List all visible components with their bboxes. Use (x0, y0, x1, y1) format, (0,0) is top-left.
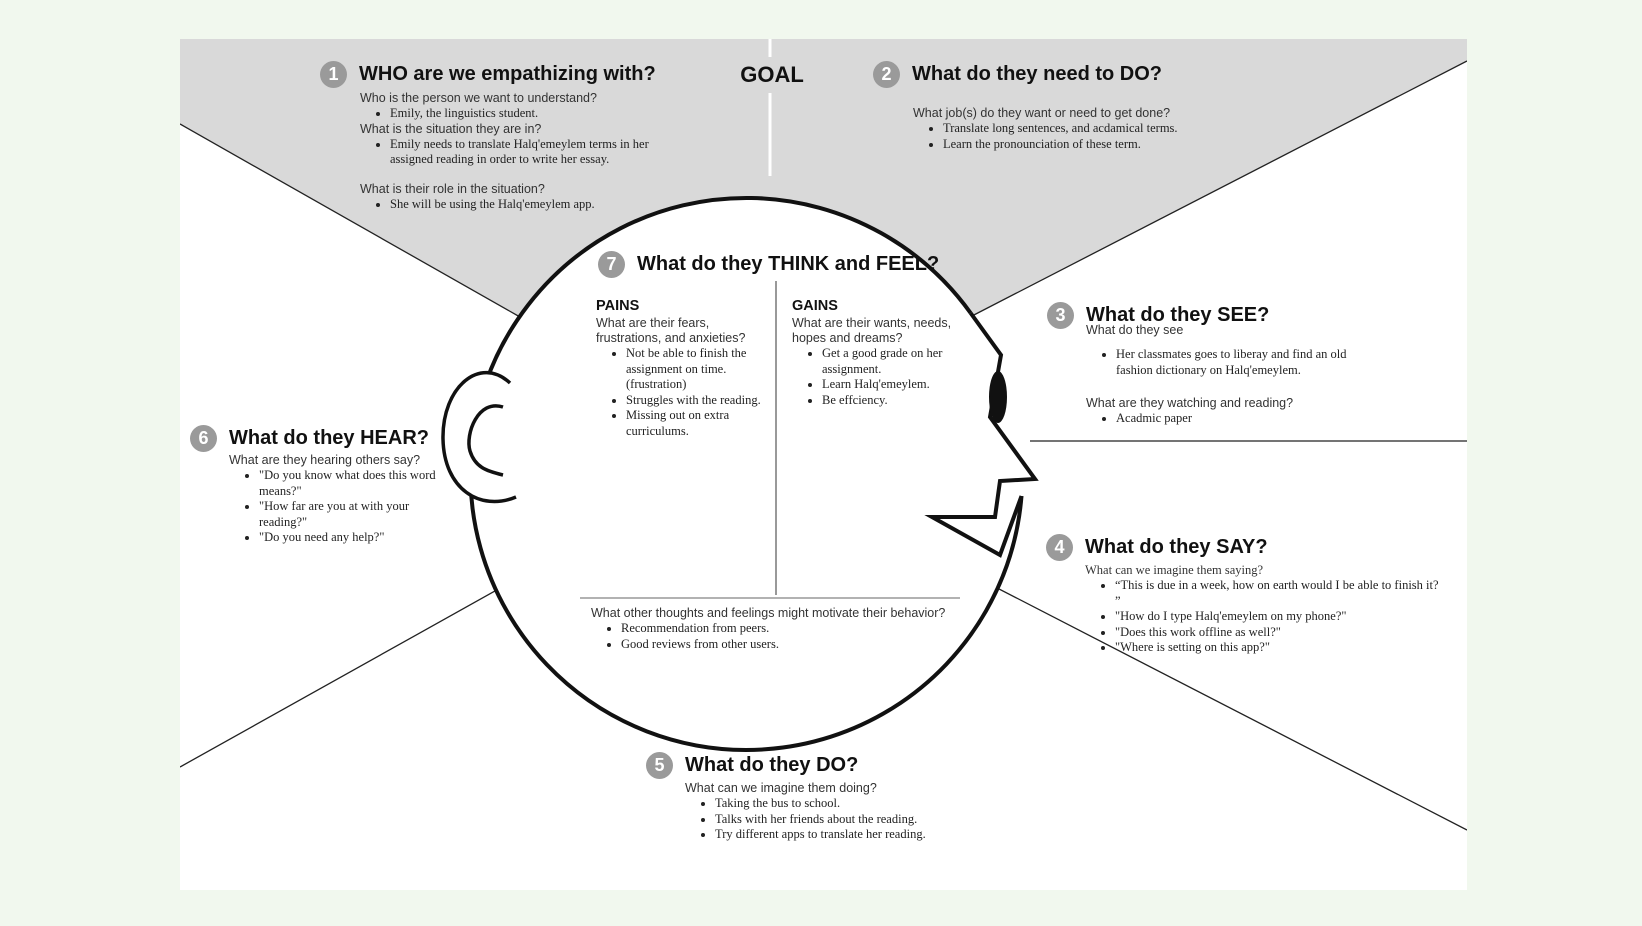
section-who: 1 WHO are we empathizing with? Who is th… (320, 61, 680, 212)
list-item: Get a good grade on her assignment. (822, 346, 952, 377)
gains-column: GAINS What are their wants, needs, hopes… (792, 298, 952, 408)
section-do: 5 What do they DO? What can we imagine t… (646, 752, 1006, 843)
question-text: What do they see (1086, 323, 1184, 337)
section-title: What do they DO? (685, 754, 859, 776)
answer-list: She will be using the Halq'emeylem app. (360, 197, 680, 213)
section-number-badge: 1 (320, 61, 347, 88)
list-item: Her classmates goes to liberay and find … (1116, 347, 1372, 378)
section-see-header: 3 What do they SEE? (1047, 302, 1377, 329)
answer-list: Translate long sentences, and acdamical … (913, 121, 1213, 152)
section-need-do: 2 What do they need to DO? What job(s) d… (873, 61, 1213, 152)
list-item: She will be using the Halq'emeylem app. (390, 197, 680, 213)
pains-label: PAINS (596, 298, 640, 314)
section-think-header: 7 What do they THINK and FEEL? (598, 251, 978, 278)
question-text: What are they hearing others say? (229, 453, 421, 467)
divider-top-left (180, 123, 521, 318)
section-title: What do they THINK and FEEL? (637, 253, 940, 275)
question-text: What other thoughts and feelings might m… (591, 606, 946, 620)
section-need-do-header: 2 What do they need to DO? (873, 61, 1213, 88)
list-item: "Where is setting on this app?" (1115, 640, 1446, 656)
list-item: Struggles with the reading. (626, 393, 764, 409)
list-item: "How do I type Halq'emeylem on my phone?… (1115, 609, 1446, 625)
list-item: Emily needs to translate Halq'emeylem te… (390, 137, 658, 168)
empathy-map-diagram (180, 39, 1467, 831)
goal-label: GOAL (700, 57, 844, 93)
divider-bottom-right (969, 573, 1467, 831)
section-hear-header: 6 What do they HEAR? (190, 425, 460, 452)
list-item: Talks with her friends about the reading… (715, 812, 1006, 828)
question-text: Who is the person we want to understand? (360, 91, 597, 105)
question-text: What job(s) do they want or need to get … (913, 106, 1171, 120)
list-item: Try different apps to translate her read… (715, 827, 1006, 843)
section-title: What do they SEE? (1086, 304, 1270, 326)
section-number-badge: 5 (646, 752, 673, 779)
section-number-badge: 3 (1047, 302, 1074, 329)
answer-list: “This is due in a week, how on earth wou… (1085, 578, 1446, 656)
list-item: "How far are you at with your reading?" (259, 499, 419, 530)
section-think-feel: 7 What do they THINK and FEEL? (598, 251, 978, 278)
section-see: 3 What do they SEE? What do they see Her… (1047, 302, 1377, 427)
other-thoughts-list: Recommendation from peers. Good reviews … (591, 621, 971, 652)
gains-list: Get a good grade on her assignment. Lear… (792, 346, 952, 408)
section-do-header: 5 What do they DO? (646, 752, 1006, 779)
question-text: What are their fears, frustrations, and … (596, 316, 746, 345)
list-item: Learn Halq'emeylem. (822, 377, 952, 393)
question-text: What is the situation they are in? (360, 121, 542, 136)
section-title: What do they SAY? (1085, 536, 1268, 558)
list-item: "Do you need any help?" (259, 530, 460, 546)
list-item: Recommendation from peers. (621, 621, 971, 637)
section-hear: 6 What do they HEAR? What are they heari… (190, 425, 460, 546)
pains-column: PAINS What are their fears, frustrations… (596, 298, 764, 439)
section-number-badge: 6 (190, 425, 217, 452)
answer-list: Taking the bus to school. Talks with her… (685, 796, 1006, 843)
list-item: Missing out on extra curriculums. (626, 408, 764, 439)
list-item: "Do you know what does this word means?" (259, 468, 439, 499)
list-item: “This is due in a week, how on earth wou… (1115, 578, 1446, 609)
section-say: 4 What do they SAY? What can we imagine … (1046, 534, 1446, 656)
section-who-header: 1 WHO are we empathizing with? (320, 61, 680, 88)
question-text: What are they watching and reading? (1086, 396, 1294, 410)
list-item: Emily, the linguistics student. (390, 106, 680, 122)
divider-top-right (969, 60, 1467, 318)
section-number-badge: 7 (598, 251, 625, 278)
answer-list: Acadmic paper (1086, 411, 1377, 427)
answer-list: Her classmates goes to liberay and find … (1086, 347, 1377, 378)
section-title: WHO are we empathizing with? (359, 63, 656, 85)
other-thoughts: What other thoughts and feelings might m… (591, 606, 971, 652)
section-number-badge: 2 (873, 61, 900, 88)
list-item: Learn the pronounciation of these term. (943, 137, 1213, 153)
section-title: What do they need to DO? (912, 63, 1162, 85)
ear-inner (467, 404, 504, 477)
pains-list: Not be able to finish the assignment on … (596, 346, 764, 439)
section-title: What do they HEAR? (229, 427, 429, 449)
top-shaded-region (180, 39, 1467, 321)
question-text: What are their wants, needs, hopes and d… (792, 316, 952, 345)
question-text: What can we imagine them doing? (685, 781, 877, 795)
answer-list: Emily needs to translate Halq'emeylem te… (360, 137, 680, 168)
eye (989, 371, 1007, 423)
question-text: What can we imagine them saying? (1085, 563, 1264, 577)
list-item: Not be able to finish the assignment on … (626, 346, 764, 393)
divider-bottom-left (180, 576, 521, 768)
section-number-badge: 4 (1046, 534, 1073, 561)
gains-label: GAINS (792, 298, 838, 314)
answer-list: "Do you know what does this word means?"… (229, 468, 460, 546)
list-item: Good reviews from other users. (621, 637, 971, 653)
answer-list: Emily, the linguistics student. (360, 106, 680, 122)
list-item: Translate long sentences, and acdamical … (943, 121, 1213, 137)
empathy-map-canvas: GOAL 1 WHO are we empathizing with? Who … (180, 39, 1467, 890)
list-item: Be effciency. (822, 393, 952, 409)
question-text: What is their role in the situation? (360, 181, 545, 196)
list-item: "Does this work offline as well?" (1115, 625, 1446, 641)
list-item: Taking the bus to school. (715, 796, 1006, 812)
section-say-header: 4 What do they SAY? (1046, 534, 1446, 561)
list-item: Acadmic paper (1116, 411, 1377, 427)
head-outline (468, 195, 1024, 752)
